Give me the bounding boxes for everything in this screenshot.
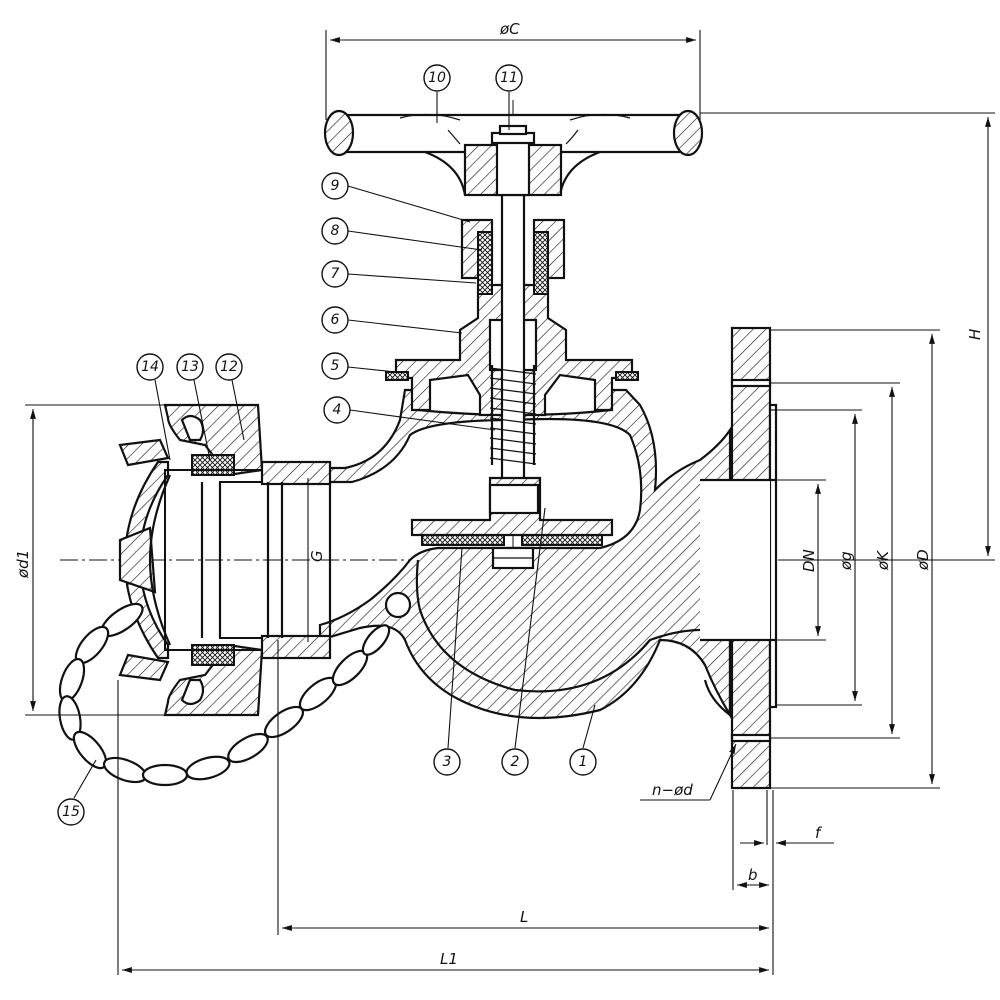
part-number-9: 9 [321,172,349,200]
part-number-12: 12 [215,353,243,381]
svg-text:11: 11 [500,70,518,86]
part-balloons: 10 11 9 8 7 6 5 4 [57,64,597,826]
part-number-8: 8 [321,217,349,245]
svg-text:5: 5 [331,358,340,374]
stem-thread [489,365,537,465]
svg-text:14: 14 [141,359,159,375]
hose-coupling [118,403,332,717]
svg-text:12: 12 [220,359,238,375]
label-raised-face-diameter: øg [837,551,855,571]
part-number-10: 10 [423,64,451,92]
label-bolt-circle-diameter: øK [874,550,892,571]
label-height: H [966,329,984,340]
part-number-15: 15 [57,798,85,826]
label-flange-thickness: b [748,866,758,884]
label-raised-face-height: f [815,824,823,842]
svg-text:6: 6 [331,312,340,328]
part-leaders [73,92,596,799]
part-number-7: 7 [321,260,349,288]
svg-text:15: 15 [62,804,80,820]
part-number-14: 14 [136,353,164,381]
label-handwheel-diameter: øC [499,20,520,38]
svg-text:10: 10 [428,70,446,86]
part-number-5: 5 [321,352,349,380]
part-number-3: 3 [433,748,461,776]
part-number-6: 6 [321,306,349,334]
svg-text:1: 1 [579,754,588,770]
svg-text:2: 2 [511,754,520,770]
stem [489,138,537,522]
handwheel [323,109,704,197]
disc [410,476,614,570]
dimension-lines [25,30,995,975]
valve-body [318,326,778,790]
dimension-labels: øC H øD øK øg DN ød1 G n−ød b f L L1 [14,20,984,968]
part-number-13: 13 [176,353,204,381]
label-length: L [520,908,528,926]
label-flange-outer-diameter: øD [914,549,932,571]
svg-text:8: 8 [331,223,340,239]
svg-text:13: 13 [181,359,199,375]
part-number-11: 11 [495,64,523,92]
part-number-4: 4 [323,396,351,424]
label-nominal-diameter: DN [800,549,818,572]
svg-text:4: 4 [333,402,342,418]
label-overall-length: L1 [440,950,458,968]
part-number-1: 1 [569,748,597,776]
chain [58,602,391,787]
label-inlet-diameter: ød1 [14,550,32,579]
label-thread: G [308,550,326,562]
label-bolt-holes: n−ød [652,781,693,799]
svg-text:9: 9 [331,178,340,194]
svg-text:7: 7 [331,266,340,282]
part-number-2: 2 [501,748,529,776]
svg-text:3: 3 [443,754,452,770]
gland-packing [460,218,566,295]
